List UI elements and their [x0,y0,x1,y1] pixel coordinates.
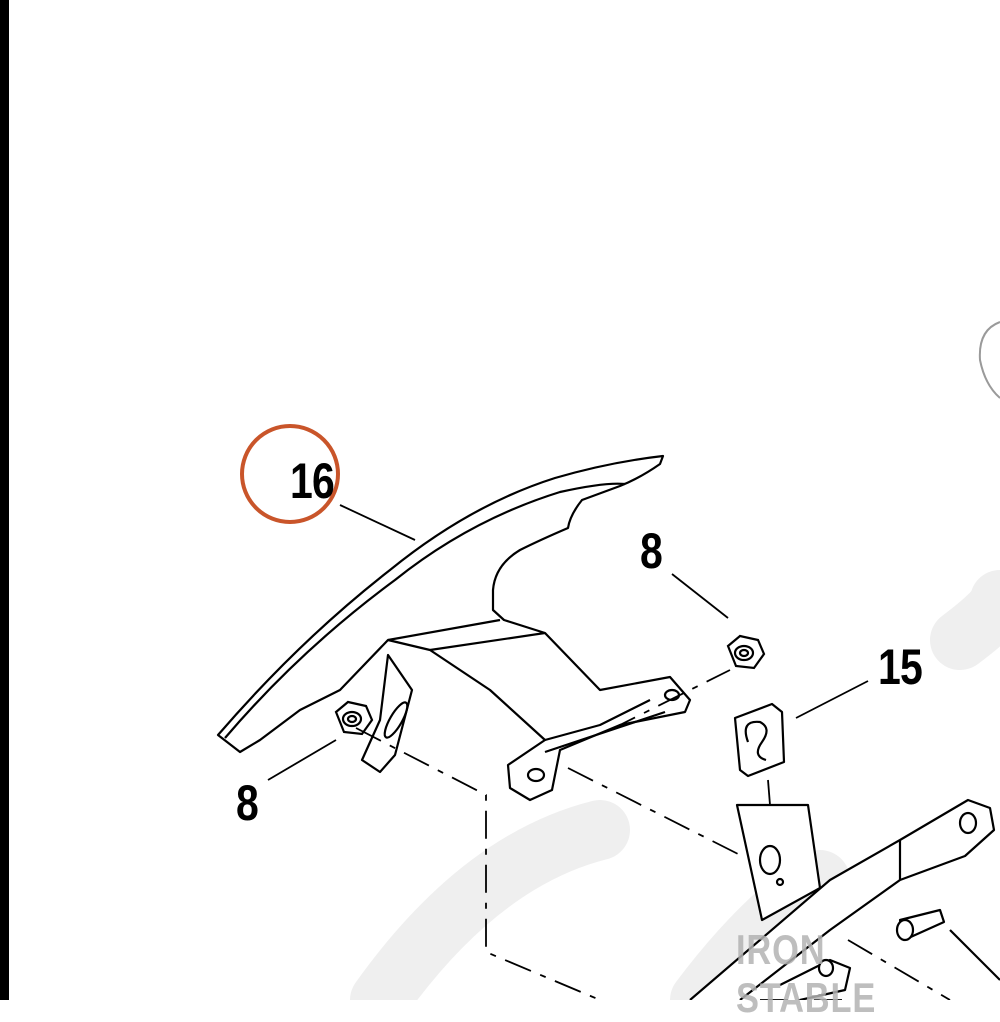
highlight-ring [240,424,340,524]
assembly-dash-lines [355,669,951,1000]
exploded-parts-diagram [216,321,1000,1000]
callout-8-upper: 8 [640,523,663,579]
part-8-nut-upper [726,634,766,670]
leader-lines [267,504,869,781]
part-16-bracket [216,454,692,802]
watermark-text: IRON STABLE [736,926,877,1021]
frame-assembly [689,798,1000,1000]
part-15-clip [733,702,786,778]
part-8-nut-lower [334,700,374,736]
callout-15: 15 [878,639,923,695]
callout-8-lower: 8 [236,775,259,831]
left-edge-bar [0,0,9,1000]
partial-part-outline [978,321,1000,399]
callout-16: 16 [290,453,335,509]
